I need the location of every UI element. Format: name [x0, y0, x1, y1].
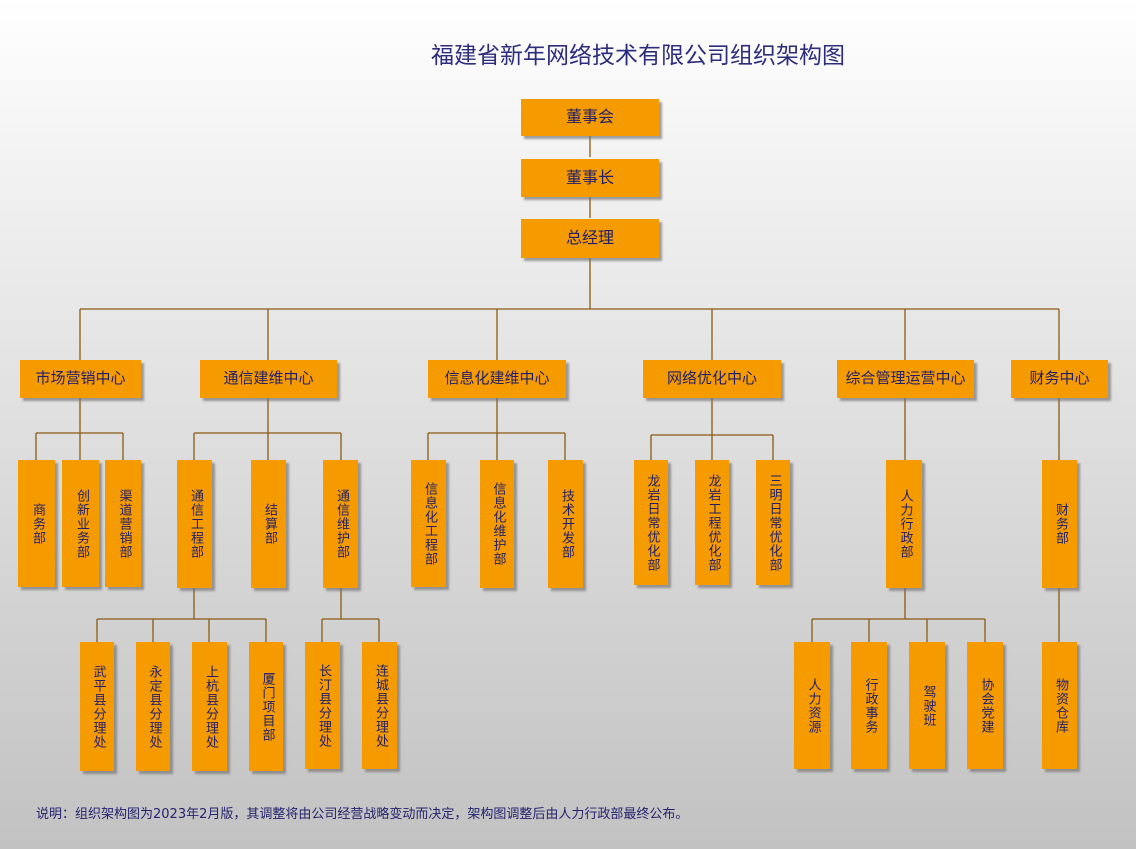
- center-finance: 财务中心: [1011, 360, 1108, 398]
- dept-sanming-daily-optimization: 三明日常优化部: [756, 460, 790, 585]
- center-marketing: 市场营销中心: [20, 360, 141, 398]
- chairman-node: 董事长: [521, 159, 659, 197]
- unit-shanghang: 上杭县分理处: [192, 642, 227, 771]
- center-admin-operations: 综合管理运营中心: [837, 360, 974, 398]
- unit-yongding: 永定县分理处: [136, 642, 170, 771]
- unit-association-party: 协会党建: [967, 642, 1003, 769]
- dept-channel-marketing: 渠道营销部: [105, 460, 141, 587]
- unit-xiamen-project: 厦门项目部: [249, 642, 283, 771]
- center-telecom: 通信建维中心: [200, 360, 337, 398]
- general-manager-node: 总经理: [521, 219, 659, 258]
- footnote: 说明：组织架构图为2023年2月版，其调整将由公司经营战略变动而决定，架构图调整…: [36, 807, 689, 822]
- unit-human-resources: 人力资源: [794, 642, 830, 769]
- center-informatization: 信息化建维中心: [428, 360, 566, 398]
- dept-telecom-engineering: 通信工程部: [177, 460, 212, 588]
- unit-changting: 长汀县分理处: [305, 642, 340, 769]
- dept-finance: 财务部: [1042, 460, 1077, 588]
- unit-admin-affairs: 行政事务: [851, 642, 887, 769]
- dept-settlement: 结算部: [251, 460, 286, 588]
- dept-info-engineering: 信息化工程部: [411, 460, 446, 587]
- dept-longyan-engineering-optimization: 龙岩工程优化部: [695, 460, 729, 585]
- dept-business: 商务部: [18, 460, 55, 587]
- dept-telecom-maintenance: 通信维护部: [323, 460, 358, 588]
- center-network-optimization: 网络优化中心: [643, 360, 781, 398]
- board-node: 董事会: [521, 99, 659, 136]
- dept-innovation: 创新业务部: [62, 460, 99, 587]
- unit-materials-warehouse: 物资仓库: [1042, 642, 1077, 769]
- dept-info-maintenance: 信息化维护部: [480, 460, 514, 588]
- dept-longyan-daily-optimization: 龙岩日常优化部: [634, 460, 668, 585]
- dept-tech-development: 技术开发部: [548, 460, 583, 588]
- unit-drivers: 驾驶班: [909, 642, 945, 769]
- unit-wuping: 武平县分理处: [80, 642, 114, 771]
- dept-hr-admin: 人力行政部: [886, 460, 922, 588]
- unit-liancheng: 连城县分理处: [362, 642, 397, 769]
- chart-title: 福建省新年网络技术有限公司组织架构图: [431, 43, 845, 69]
